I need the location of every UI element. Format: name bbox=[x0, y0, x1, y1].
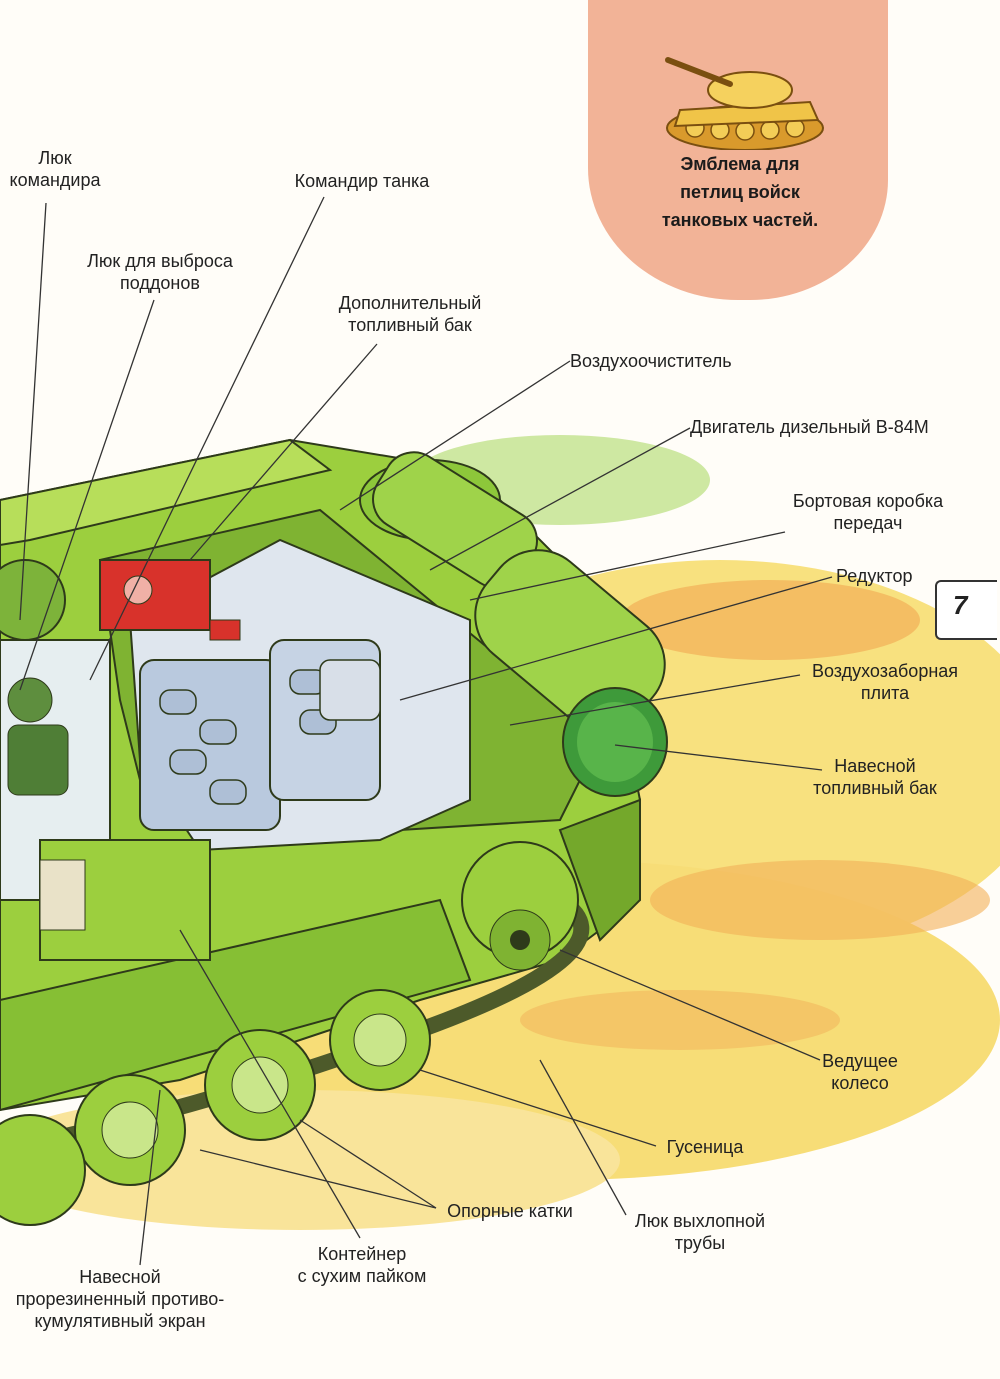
label-ration-container: Контейнер с сухим пайком bbox=[272, 1243, 452, 1287]
label-pallet-hatch: Люк для выброса поддонов bbox=[70, 250, 250, 294]
emblem-caption-line: петлиц войск bbox=[680, 182, 800, 202]
label-track: Гусеница bbox=[650, 1136, 760, 1158]
label-tank-commander: Командир танка bbox=[272, 170, 452, 192]
label-line: Дополнительный bbox=[338, 293, 482, 313]
external-fuel-drums bbox=[359, 451, 668, 797]
emblem-caption-line: Эмблема для bbox=[680, 154, 800, 174]
label-side-skirt: Навесной прорезиненный противо- кумуляти… bbox=[0, 1266, 240, 1332]
label-reducer: Редуктор bbox=[836, 565, 936, 587]
label-air-cleaner: Воздухоочиститель bbox=[570, 350, 760, 372]
label-line: командира bbox=[9, 170, 101, 190]
page-number: 7 bbox=[953, 590, 968, 620]
label-line: прорезиненный противо- bbox=[15, 1289, 225, 1309]
label-side-gearbox: Бортовая коробка передач bbox=[778, 490, 958, 534]
label-line: Навесной bbox=[79, 1267, 161, 1287]
label-line: Ведущее bbox=[822, 1051, 898, 1071]
emblem-caption-line: танковых частей. bbox=[661, 210, 819, 230]
label-line: кумулятивный экран bbox=[34, 1311, 206, 1331]
label-line: Навесной bbox=[834, 756, 916, 776]
label-line: трубы bbox=[674, 1233, 726, 1253]
label-line: Командир танка bbox=[294, 171, 430, 191]
label-line: Люк для выброса bbox=[87, 251, 233, 271]
label-line: Бортовая коробка bbox=[792, 491, 944, 511]
label-line: Воздухоочиститель bbox=[570, 351, 732, 371]
label-drive-wheel: Ведущее колесо bbox=[805, 1050, 915, 1094]
emblem-badge bbox=[588, 0, 888, 300]
label-mounted-fuel-tank: Навесной топливный бак bbox=[800, 755, 950, 799]
label-line: поддонов bbox=[120, 273, 200, 293]
commander-area bbox=[0, 559, 211, 961]
label-line: Люк выхлопной bbox=[634, 1211, 766, 1231]
label-line: Люк bbox=[38, 148, 72, 168]
label-line: передач bbox=[833, 513, 903, 533]
label-line: Опорные катки bbox=[447, 1201, 573, 1221]
label-extra-fuel-tank: Дополнительный топливный бак bbox=[320, 292, 500, 336]
label-line: Редуктор bbox=[836, 566, 913, 586]
engine-compartment bbox=[99, 538, 471, 852]
label-line: Двигатель дизельный В-84М bbox=[690, 417, 929, 437]
label-commander-hatch: Люк командира bbox=[0, 147, 110, 191]
label-line: Гусеница bbox=[666, 1137, 744, 1157]
running-gear bbox=[0, 841, 590, 1226]
label-line: колесо bbox=[831, 1073, 889, 1093]
label-line: топливный бак bbox=[348, 315, 472, 335]
leader-lines bbox=[19, 196, 833, 1266]
label-air-intake-plate: Воздухозаборная плита bbox=[795, 660, 975, 704]
label-diesel-engine: Двигатель дизельный В-84М bbox=[690, 416, 960, 438]
label-line: Контейнер bbox=[317, 1244, 407, 1264]
label-exhaust-hatch: Люк выхлопной трубы bbox=[615, 1210, 785, 1254]
label-line: с сухим пайком bbox=[297, 1266, 427, 1286]
label-line: плита bbox=[860, 683, 910, 703]
page-number-tab bbox=[935, 580, 997, 640]
emblem-caption: Эмблема для петлиц войск танковых частей… bbox=[620, 150, 860, 234]
label-line: топливный бак bbox=[813, 778, 937, 798]
label-road-wheels: Опорные катки bbox=[425, 1200, 595, 1222]
emblem-tank-image bbox=[665, 57, 824, 150]
label-line: Воздухозаборная bbox=[811, 661, 959, 681]
